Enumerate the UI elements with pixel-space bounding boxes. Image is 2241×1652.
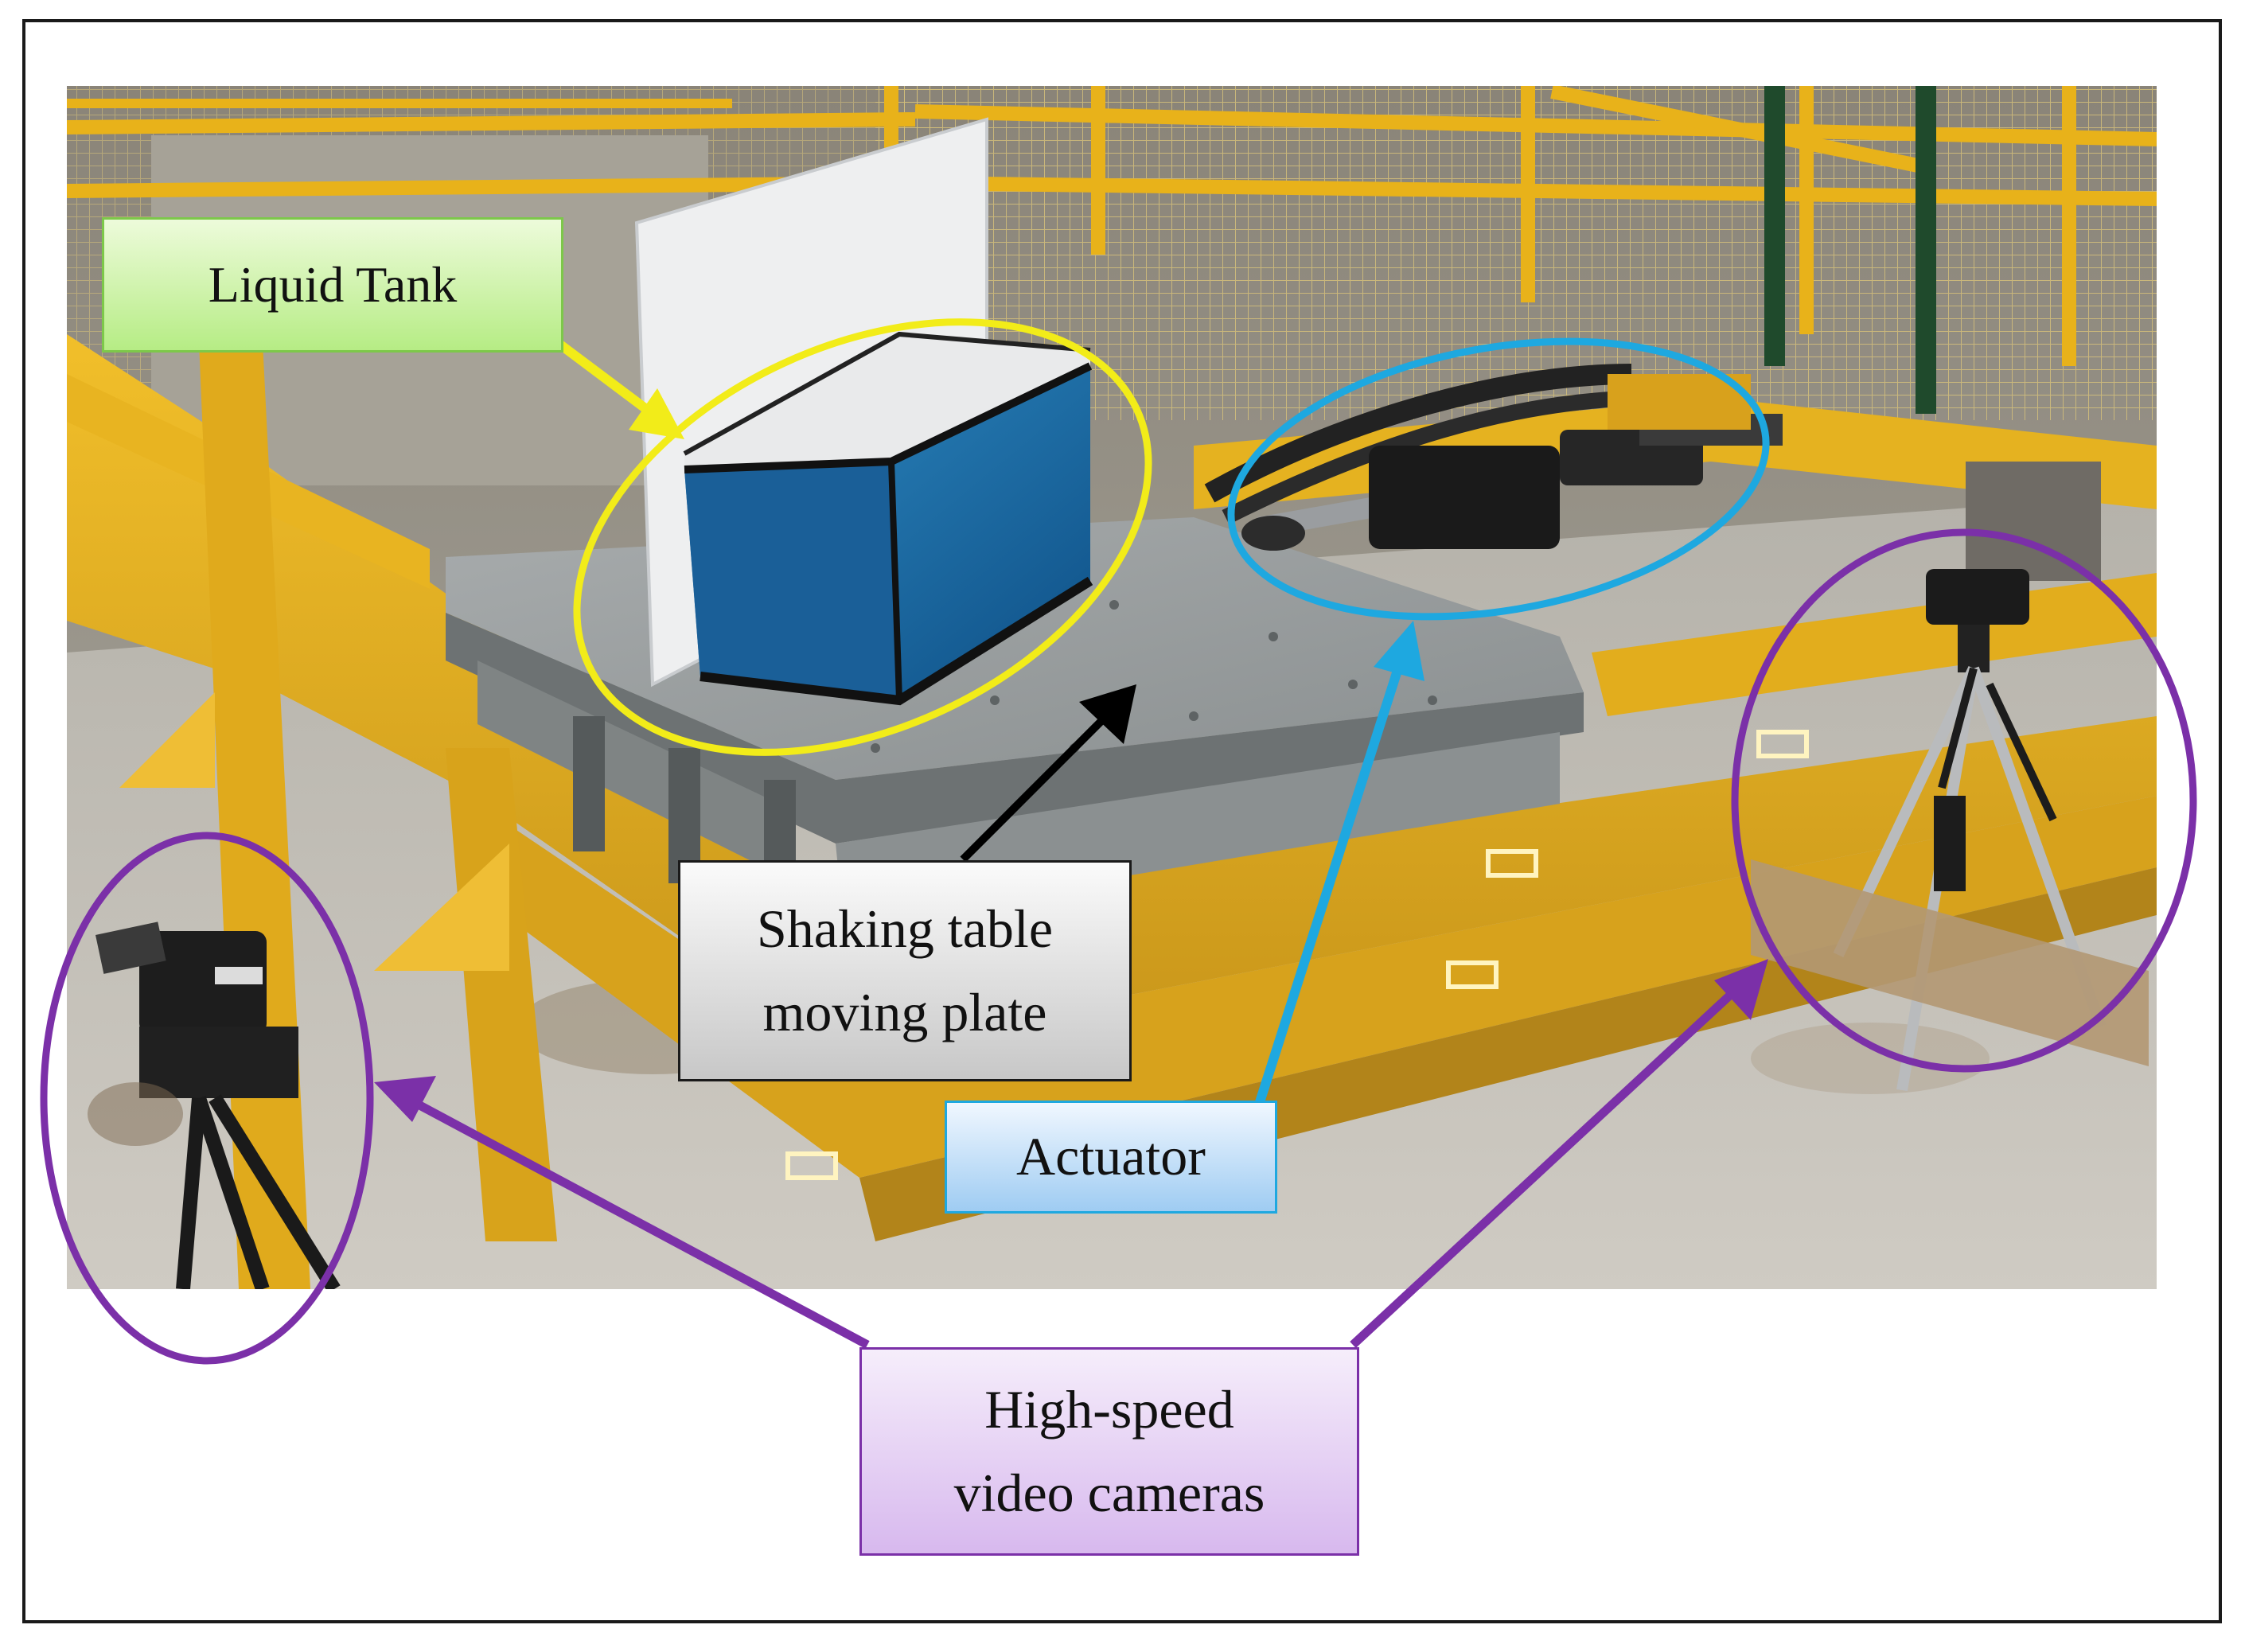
liquid-tank-label-bg	[102, 217, 563, 353]
left-camera-arrowhead	[374, 1076, 436, 1122]
cameras-line-1: High-speed	[984, 1378, 1234, 1440]
left-tripod	[88, 921, 341, 1289]
right-camera-arrowhead	[1714, 959, 1768, 1020]
liquid-tank-text: Liquid Tank	[208, 256, 458, 314]
actuator-label-bg	[945, 1101, 1277, 1214]
shaking-table-line-1: Shaking table	[756, 898, 1054, 959]
actuator-label: Actuator	[945, 1101, 1277, 1214]
right-camera-ellipse	[1731, 528, 2197, 1073]
tank-ellipse	[573, 318, 1152, 756]
actuator-text: Actuator	[1016, 1126, 1206, 1187]
cameras-line-2: video cameras	[953, 1463, 1265, 1523]
actuator-ellipse	[1227, 337, 1770, 621]
cameras-label: High-speed video cameras	[859, 1347, 1359, 1556]
actuator-machine	[1204, 364, 1783, 551]
camera-arrows	[411, 987, 1738, 1349]
right-tripod	[1751, 462, 2149, 1092]
liquid-tank-label: Liquid Tank	[102, 217, 563, 353]
left-camera-ellipse	[40, 832, 374, 1365]
shaking-table-label-bg	[678, 860, 1132, 1081]
cameras-label-bg	[859, 1347, 1359, 1556]
shaking-table-line-2: moving plate	[762, 982, 1047, 1042]
table-arrow	[960, 684, 1136, 863]
shaking-table-label: Shaking table moving plate	[678, 860, 1132, 1081]
actuator-arrow	[1255, 621, 1424, 1104]
tank	[683, 331, 1093, 706]
tank-arrow	[554, 338, 684, 439]
